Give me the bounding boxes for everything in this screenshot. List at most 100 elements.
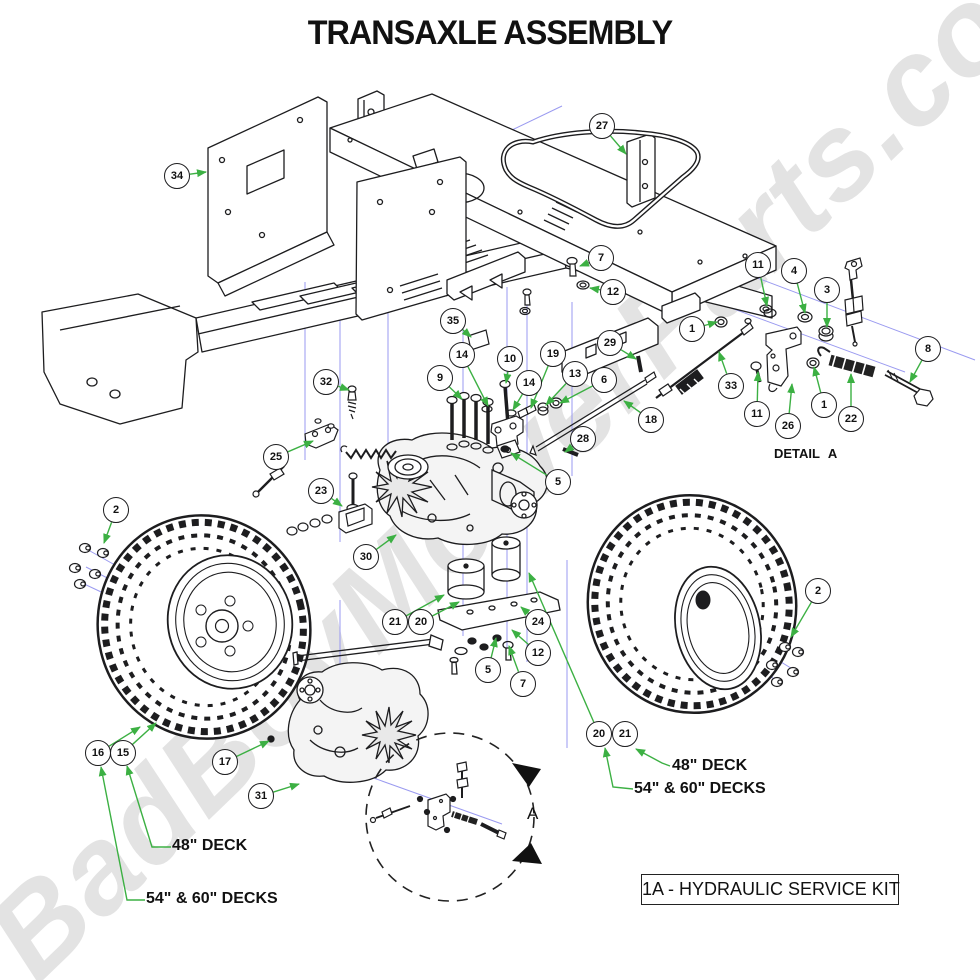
callout-31: 31 (248, 783, 274, 809)
leader-line-11 (753, 371, 762, 402)
lower-transaxle (267, 662, 429, 783)
callout-15: 15 (110, 740, 136, 766)
leader-line-4 (796, 283, 807, 314)
return-spring (345, 448, 397, 460)
callout-number: 12 (606, 286, 620, 298)
callout-3: 3 (814, 277, 840, 303)
axle-rod (292, 634, 444, 666)
callout-21: 21 (612, 721, 638, 747)
leader-line-7 (508, 645, 520, 673)
callout-18: 18 (638, 407, 664, 433)
callout-19: 19 (540, 341, 566, 367)
callout-22: 22 (838, 406, 864, 432)
leader-line-15 (132, 722, 157, 745)
callout-number: 3 (823, 284, 831, 296)
callout-number: 33 (724, 380, 738, 392)
callout-20: 20 (408, 609, 434, 635)
extension-spring-22 (828, 354, 876, 378)
callout-number: 24 (531, 616, 545, 628)
leader-line-12 (511, 629, 529, 645)
detail-a-letter: A (527, 804, 539, 823)
callout-number: 13 (568, 368, 582, 380)
callout-number: 7 (597, 252, 605, 264)
callout-2: 2 (805, 578, 831, 604)
callout-1: 1 (811, 392, 837, 418)
callout-number: 16 (91, 747, 105, 759)
isolator-mounts (437, 536, 561, 675)
callout-26: 26 (775, 413, 801, 439)
callout-number: 7 (519, 678, 527, 690)
leader-line-17 (236, 740, 270, 758)
callout-27: 27 (589, 113, 615, 139)
leader-line-2 (103, 521, 113, 544)
callout-number: 20 (592, 728, 606, 740)
callout-6: 6 (591, 367, 617, 393)
leader-line-11 (760, 277, 769, 307)
leader-line-27 (609, 135, 627, 155)
callout-number: 1 (820, 399, 828, 411)
leader-line-10 (503, 371, 512, 384)
callout-leader-lines (103, 135, 923, 793)
callout-7: 7 (510, 671, 536, 697)
deck-5460-label-right: 54" & 60" DECKS (634, 780, 766, 797)
leader-line-23 (331, 497, 343, 507)
front-bumper (41, 293, 199, 425)
callout-12: 12 (600, 279, 626, 305)
callout-21: 21 (382, 609, 408, 635)
cooling-fan-2 (361, 706, 417, 764)
leader-line-31 (273, 782, 300, 793)
callout-number: 31 (254, 790, 268, 802)
leader-line-12 (589, 285, 601, 294)
rotation-arrow-top (512, 763, 541, 787)
leader-line-25 (287, 440, 314, 453)
callout-14: 14 (449, 342, 475, 368)
deck-48-label-left: 48" DECK (172, 837, 248, 854)
chassis-frame (41, 90, 777, 425)
u-bracket-23 (338, 503, 373, 534)
callout-4: 4 (781, 258, 807, 284)
callout-number: 34 (170, 170, 184, 182)
input-pulley (387, 454, 429, 480)
callout-number: 4 (790, 265, 798, 277)
callout-25: 25 (263, 444, 289, 470)
leader-line-13 (545, 383, 567, 406)
brake-lever-assembly (252, 385, 397, 536)
right-wheel (586, 493, 805, 715)
callout-number: 2 (112, 504, 120, 516)
callout-23: 23 (308, 478, 334, 504)
callout-8: 8 (915, 336, 941, 362)
callout-12: 12 (525, 640, 551, 666)
callout-33: 33 (718, 373, 744, 399)
leader-line-24 (520, 606, 531, 616)
leader-line-30 (376, 534, 397, 550)
leader-line-28 (564, 443, 575, 453)
callout-2: 2 (103, 497, 129, 523)
axle-hub-2 (296, 676, 324, 704)
bolt-17-target (267, 735, 275, 743)
callout-number: 14 (455, 349, 469, 361)
leader-line-7 (579, 259, 590, 267)
callout-number: 21 (388, 616, 402, 628)
callout-number: 30 (359, 551, 373, 563)
callout-number: 35 (446, 315, 460, 327)
leader-line-5 (489, 637, 498, 658)
leader-line-35 (461, 328, 472, 338)
callout-10: 10 (497, 346, 523, 372)
callout-34: 34 (164, 163, 190, 189)
mount-plate (437, 591, 561, 631)
deck-48-label-right: 48" DECK (672, 757, 748, 774)
callout-35: 35 (440, 308, 466, 334)
leader-line-29 (620, 349, 637, 360)
callout-number: 26 (781, 420, 795, 432)
leader-line-32 (338, 383, 350, 391)
hydraulic-service-kit-box: 1A - HYDRAULIC SERVICE KIT (641, 874, 900, 905)
leader-line-6 (559, 385, 593, 404)
callout-17: 17 (212, 749, 238, 775)
roll-pin-29 (636, 355, 643, 373)
drive-belt (500, 128, 701, 229)
callout-number: 18 (644, 414, 658, 426)
bolt-8-head (913, 388, 934, 407)
callout-number: 29 (603, 337, 617, 349)
leader-line-34 (189, 169, 207, 178)
callout-number: 11 (751, 408, 763, 420)
